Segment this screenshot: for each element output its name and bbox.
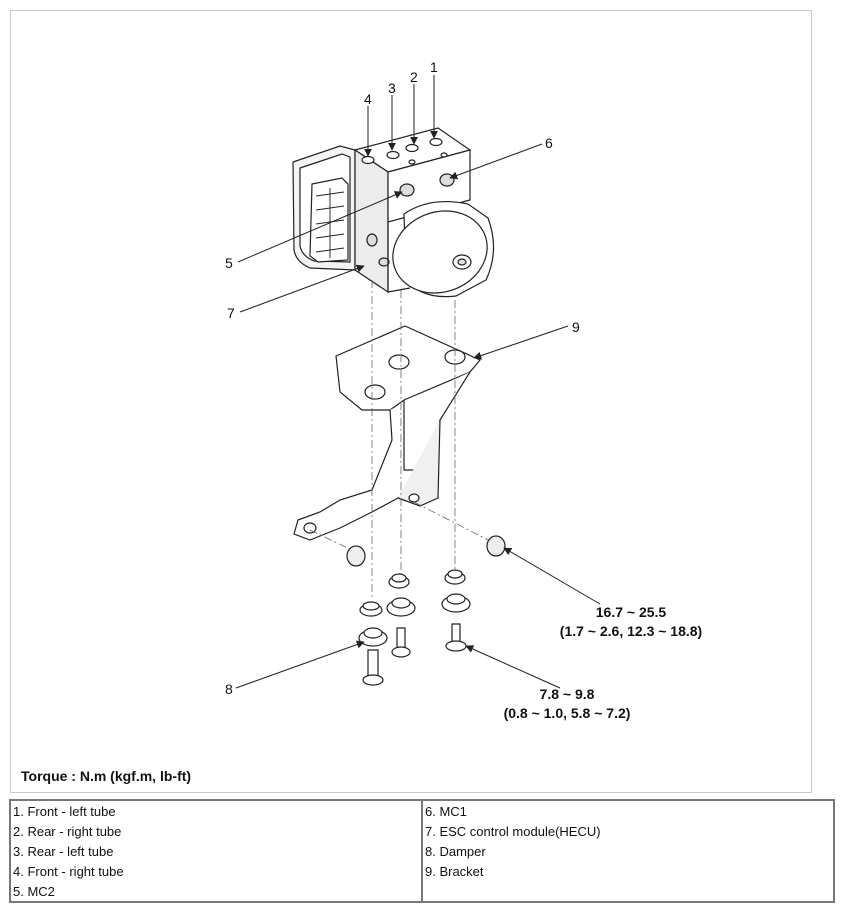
- legend-item: 2. Rear - right tube: [13, 824, 122, 839]
- torque-spec-2-units: (0.8 ~ 1.0, 5.8 ~ 7.2): [504, 705, 631, 721]
- callout-7: 7: [227, 305, 235, 321]
- legend-item: 5. MC2: [13, 884, 55, 899]
- hecu-module: [292, 127, 495, 298]
- bracket: [293, 325, 481, 541]
- hardware: [346, 535, 506, 686]
- callout-5: 5: [225, 255, 233, 271]
- torque-units-note: Torque : N.m (kgf.m, lb-ft): [21, 768, 192, 784]
- esc-hecu-exploded-diagram: 1 2 3 4 5 6 7 8 9 16.7 ~ 25.5 (1.7 ~ 2.6…: [225, 59, 703, 721]
- callout-8: 8: [225, 681, 233, 697]
- leader-lines: [235, 75, 601, 689]
- callout-1: 1: [430, 59, 438, 75]
- torque-spec-1-units: (1.7 ~ 2.6, 12.3 ~ 18.8): [560, 623, 702, 639]
- legend-item: 6. MC1: [425, 804, 467, 819]
- legend-item: 4. Front - right tube: [13, 864, 124, 879]
- torque-specs: 16.7 ~ 25.5 (1.7 ~ 2.6, 12.3 ~ 18.8) 7.8…: [504, 604, 703, 721]
- valve-block-front: [354, 148, 389, 294]
- torque-spec-1-value: 16.7 ~ 25.5: [596, 604, 667, 620]
- callout-9: 9: [572, 319, 580, 335]
- legend-item: 3. Rear - left tube: [13, 844, 114, 859]
- callout-4: 4: [364, 91, 372, 107]
- legend-column-left: 1. Front - left tube 2. Rear - right tub…: [11, 801, 421, 901]
- callout-6: 6: [545, 135, 553, 151]
- callout-2: 2: [410, 69, 418, 85]
- callout-3: 3: [388, 80, 396, 96]
- parts-legend: 1. Front - left tube 2. Rear - right tub…: [9, 799, 835, 903]
- callouts: 1 2 3 4 5 6 7 8 9: [225, 59, 580, 697]
- legend-column-right: 6. MC1 7. ESC control module(HECU) 8. Da…: [421, 801, 833, 901]
- legend-item: 7. ESC control module(HECU): [425, 824, 601, 839]
- connector: [309, 177, 349, 263]
- torque-spec-2-value: 7.8 ~ 9.8: [540, 686, 595, 702]
- legend-item: 8. Damper: [425, 844, 486, 859]
- legend-item: 1. Front - left tube: [13, 804, 116, 819]
- legend-item: 9. Bracket: [425, 864, 484, 879]
- assembly-lines: [309, 280, 493, 600]
